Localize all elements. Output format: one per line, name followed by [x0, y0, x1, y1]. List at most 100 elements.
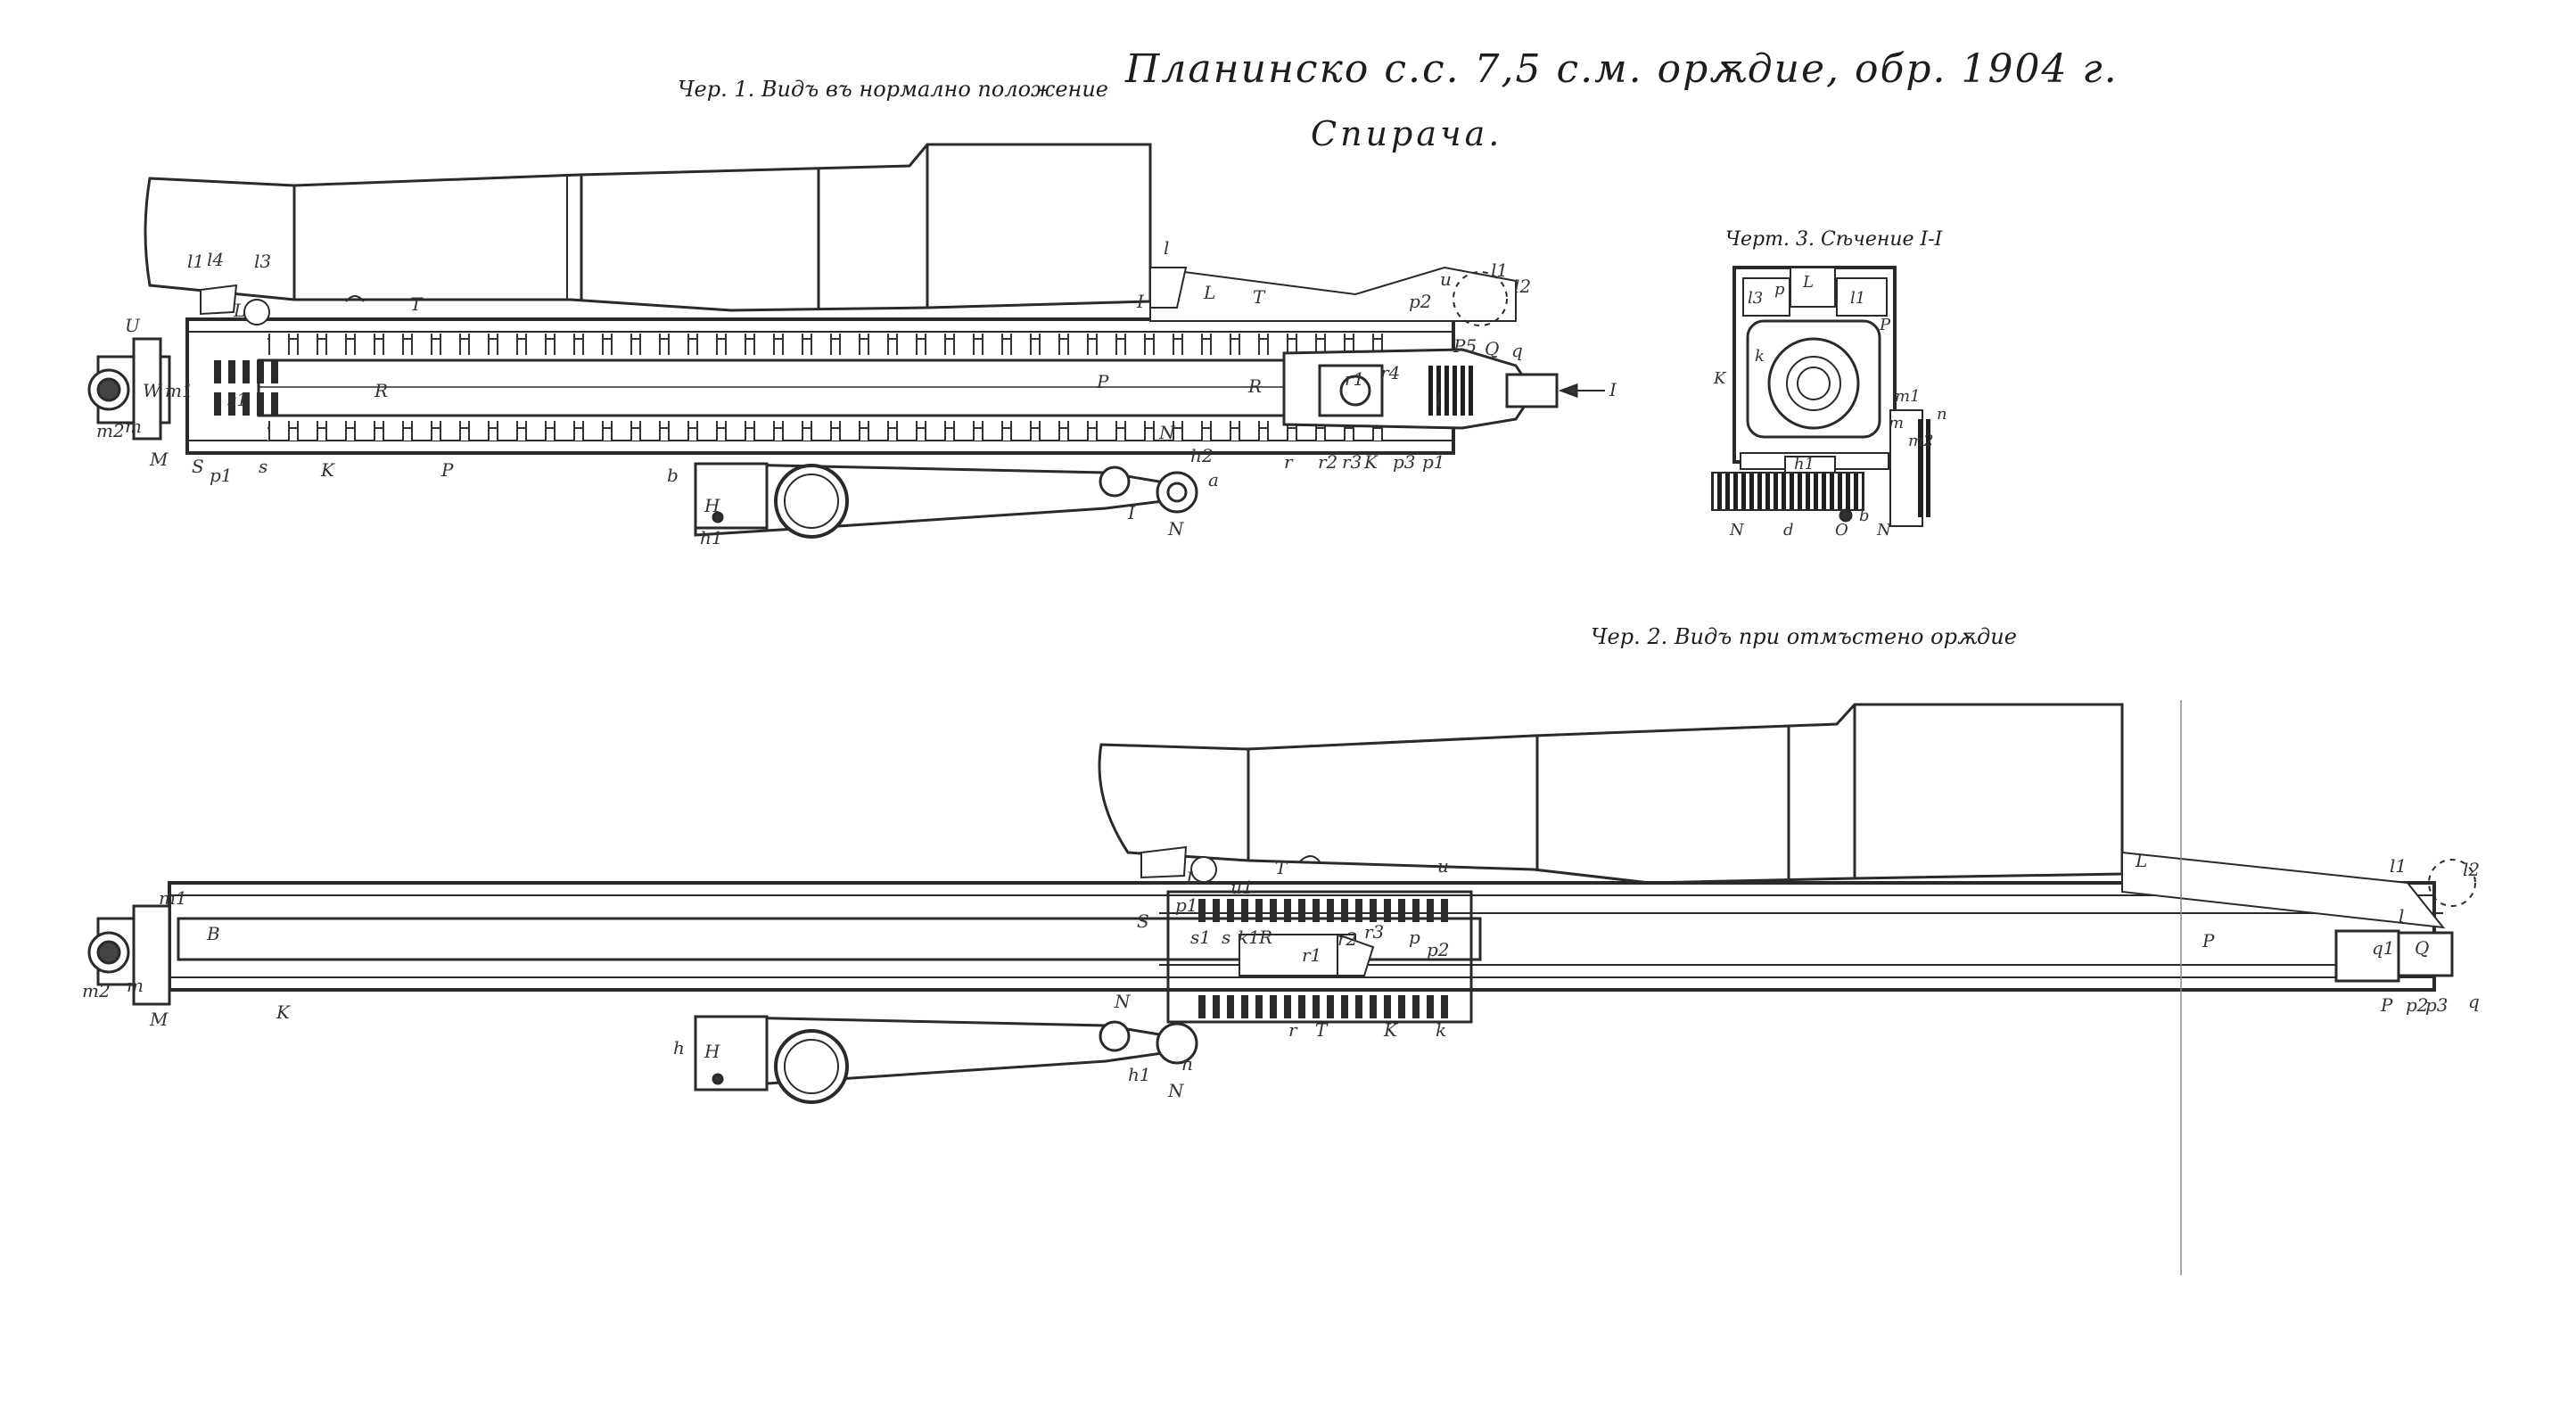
fig2-label: r: [1288, 1019, 1298, 1041]
fig1-label: P5: [1453, 335, 1477, 357]
fig2-label: H: [704, 1041, 720, 1062]
fig3-label: b: [1859, 507, 1870, 525]
fig1-label: Q: [1485, 338, 1499, 359]
fig2-label: p2: [2406, 994, 2429, 1016]
fig1-label: K: [320, 459, 335, 481]
fig2-label: N: [1167, 1080, 1185, 1101]
fig1-label: l: [1436, 389, 1441, 410]
fig2-label: M: [149, 1009, 169, 1030]
fig2-label: n: [1181, 1053, 1193, 1075]
fig3-label: m2: [1908, 432, 1934, 450]
fig2-label: h: [673, 1037, 685, 1059]
fig1-label: a: [1208, 469, 1219, 490]
fig1-label: M: [149, 449, 169, 470]
fig1-label: W: [143, 380, 162, 401]
fig2-label: P: [2202, 930, 2215, 952]
fig1-label: m: [125, 416, 142, 437]
fig1-label: L: [233, 300, 245, 321]
fig1-label: N: [1167, 518, 1185, 540]
fig2-label: K: [1383, 1019, 1398, 1041]
fig1-label: l4: [207, 249, 224, 270]
fig1-label: l: [1164, 237, 1169, 259]
fig1-part-labels: U W m1 m2 m M S s1 p1 s R K P T L l1 l4 …: [96, 237, 1617, 548]
fig1-label: l1: [1491, 260, 1508, 281]
fig2-label: R: [1258, 927, 1272, 948]
fig2-label: B: [206, 923, 220, 944]
fig1-rear-lever-circle: [1453, 271, 1508, 326]
fig1-label: K: [1363, 451, 1379, 473]
fig1-label: S: [192, 456, 204, 477]
fig1-label: p1: [1422, 451, 1445, 473]
fig1-label: R: [374, 380, 388, 401]
fig3-label: m1: [1895, 387, 1921, 406]
fig1-label: T: [1253, 286, 1266, 308]
fig2-label: m: [127, 975, 144, 996]
fig2-label: u1: [1230, 877, 1254, 898]
fig1-label: P: [1096, 371, 1109, 392]
fig1-label: r4: [1380, 362, 1400, 383]
fig2-label: s1: [1190, 927, 1211, 948]
fig1-label: U: [125, 315, 141, 336]
fig2-label: k: [1436, 1019, 1446, 1041]
fig3-label: h1: [1794, 455, 1815, 474]
fig3-spring: [1712, 473, 1864, 510]
figure1-normal-position: [87, 143, 1605, 539]
fig2-label: Q: [2415, 937, 2429, 959]
fig2-barrel: [1098, 703, 2124, 885]
fig1-label: N: [1158, 422, 1176, 443]
fig1-label: r1: [1345, 368, 1364, 390]
fig1-buffer-rod: [257, 358, 1304, 417]
fig2-label: l: [2399, 905, 2404, 927]
fig2-rear-lever-circle: [2428, 859, 2476, 907]
fig1-label: u: [1440, 268, 1452, 290]
fig2-label: T: [1275, 857, 1288, 878]
fig2-label: p: [1409, 927, 1420, 948]
fig1-label: s: [259, 456, 267, 477]
fig1-label: P: [440, 459, 454, 481]
fig1-label: H: [704, 495, 720, 516]
fig1-rack-bottom: [267, 421, 1391, 441]
fig1-label: I: [1127, 502, 1136, 523]
figure2-caption: Чер. 2. Видъ при отмъстено орѫдие: [1591, 624, 2017, 649]
fig3-label: p: [1774, 280, 1785, 299]
fig1-label: l3: [254, 251, 271, 272]
fig2-label: p3: [2425, 994, 2448, 1016]
fig3-label: k: [1755, 347, 1765, 366]
fig1-label: p1: [210, 465, 233, 486]
fig3-label: N: [1729, 521, 1745, 540]
fig1-front-spring: [207, 360, 280, 383]
fig1-label: b: [667, 465, 679, 486]
fig2-label: T: [1315, 1019, 1329, 1041]
fig1-label: l2: [1514, 276, 1531, 297]
figure2-recoiled-position: [87, 700, 2476, 1275]
fig3-part-labels: l3 p L l1 P k K m1 m m2 n h1 N d O b N: [1713, 273, 1947, 540]
fig1-rack-top: [267, 334, 1391, 355]
fig3-label: P: [1879, 316, 1891, 334]
sheet-subtitle: Спирача.: [1311, 114, 1503, 153]
fig2-label: u: [1437, 855, 1449, 877]
fig3-label: d: [1783, 521, 1794, 540]
fig2-label: q1: [2372, 937, 2395, 959]
fig2-label: h1: [1128, 1064, 1151, 1085]
fig2-label: r2: [1337, 928, 1357, 950]
fig2-label: m2: [82, 980, 111, 1001]
fig1-label: p2: [1409, 291, 1432, 312]
fig2-label: N: [1114, 991, 1132, 1012]
fig3-label: K: [1713, 369, 1727, 388]
fig2-label: s: [1222, 927, 1230, 948]
fig1-label: m1: [165, 380, 193, 401]
fig3-label: n: [1937, 405, 1947, 424]
fig2-label: q: [2468, 991, 2480, 1012]
figure1-caption: Чер. 1. Видъ въ нормално положение: [678, 77, 1109, 102]
fig2-label: L: [1185, 868, 1197, 889]
fig1-label: I: [1136, 291, 1145, 312]
fig1-label: r: [1284, 451, 1294, 473]
fig2-label: p1: [1175, 894, 1198, 916]
fig2-label: m1: [159, 887, 187, 909]
fig1-label: L: [1203, 282, 1215, 303]
fig2-label: p2: [1427, 939, 1450, 960]
fig1-label: l1: [187, 251, 204, 272]
fig2-spring-top: [1195, 899, 1453, 922]
fig1-label: T: [410, 293, 424, 315]
